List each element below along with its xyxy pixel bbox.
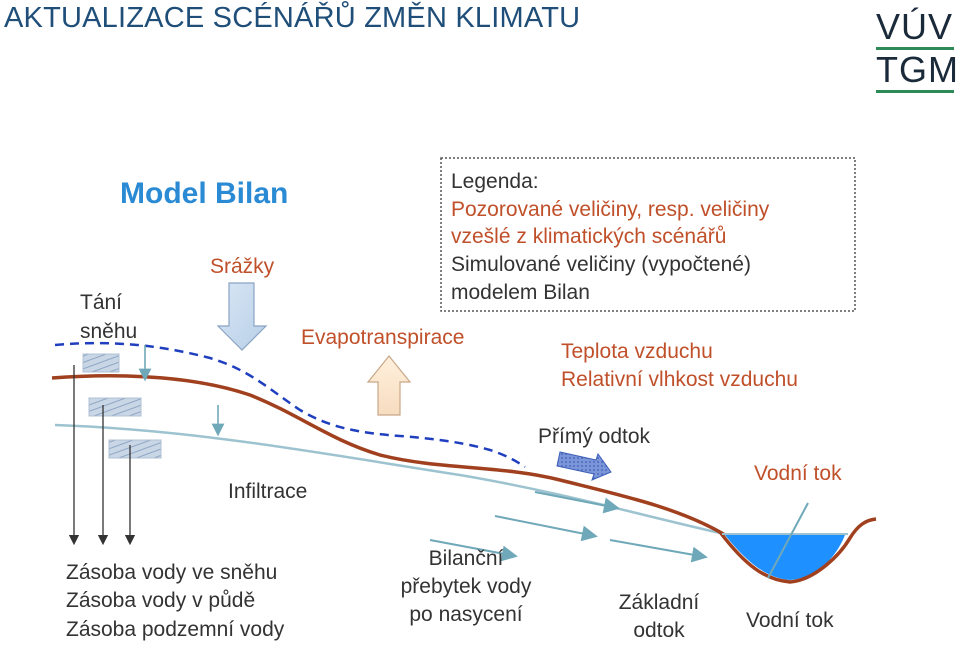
legend-simulated-line-2: modelem Bilan bbox=[451, 281, 590, 304]
river-water bbox=[725, 535, 845, 580]
baseflow-arrow bbox=[609, 539, 708, 563]
label-humidity: Relativní vlhkost vzduchu bbox=[561, 368, 798, 391]
label-storage-soil: Zásoba vody v půdě bbox=[66, 589, 255, 612]
label-evapotranspiration: Evapotranspirace bbox=[301, 326, 464, 349]
surplus-flow-arrow-2 bbox=[494, 515, 598, 542]
label-snow-melt-line-1: Tání bbox=[80, 291, 122, 314]
label-stream-bottom: Vodní tok bbox=[746, 609, 834, 632]
label-surplus-line-3: po nasycení bbox=[409, 603, 522, 626]
label-baseflow-line-1: Základní bbox=[619, 591, 700, 614]
surplus-flow-arrow-1 bbox=[534, 491, 620, 514]
label-precipitation: Srážky bbox=[210, 255, 275, 278]
legend-title: Legenda: bbox=[451, 170, 539, 193]
label-infiltration: Infiltrace bbox=[228, 480, 307, 503]
label-surplus-line-1: Bilanční bbox=[429, 547, 504, 570]
surplus-flow-arrow-3 bbox=[429, 539, 518, 562]
terrain-surface bbox=[51, 373, 726, 537]
label-baseflow-line-2: odtok bbox=[633, 619, 685, 642]
river-stream-pointer bbox=[767, 502, 809, 579]
logo-divider bbox=[876, 47, 954, 50]
label-storage-snow: Zásoba vody ve sněhu bbox=[66, 561, 277, 584]
label-temperature: Teplota vzduchu bbox=[561, 340, 713, 363]
legend-observed-line-2: vzešlé z klimatických scénářů bbox=[451, 225, 726, 248]
vuv-tgm-logo: VÚV TGM bbox=[876, 6, 959, 98]
snow-storage-block-3 bbox=[108, 439, 162, 459]
evapotranspiration-arrow bbox=[366, 355, 412, 416]
diagram-heading: Model Bilan bbox=[120, 177, 288, 210]
label-direct-runoff: Přímý odtok bbox=[538, 425, 651, 448]
logo-underline bbox=[876, 90, 954, 93]
snow-line bbox=[54, 341, 526, 469]
legend: Legenda: Pozorované veličiny, resp. veli… bbox=[440, 157, 856, 312]
direct-runoff-arrow bbox=[556, 451, 612, 481]
label-surplus-line-2: přebytek vody bbox=[401, 575, 532, 598]
legend-simulated-line-1: Simulované veličiny (vypočtené) bbox=[451, 253, 751, 276]
logo-line-2: TGM bbox=[876, 49, 959, 90]
river-bank bbox=[718, 517, 877, 584]
logo-line-1: VÚV bbox=[876, 6, 954, 47]
label-storage-ground: Zásoba podzemní vody bbox=[66, 618, 285, 641]
label-snow-melt-line-2: sněhu bbox=[80, 320, 137, 343]
precipitation-arrow bbox=[216, 282, 268, 351]
legend-frame bbox=[440, 157, 856, 312]
legend-observed-line-1: Pozorované veličiny, resp. veličiny bbox=[451, 198, 770, 221]
snow-storage-block-1 bbox=[82, 353, 120, 373]
groundwater-line bbox=[54, 423, 721, 535]
slide-title: AKTUALIZACE SCÉNÁŘŮ ZMĚN KLIMATU bbox=[4, 2, 581, 34]
snow-storage-block-2 bbox=[88, 397, 142, 417]
label-stream-top: Vodní tok bbox=[754, 462, 842, 485]
